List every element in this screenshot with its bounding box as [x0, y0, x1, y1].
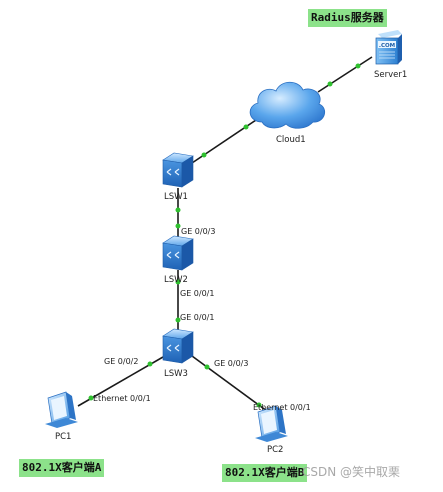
- cloud-icon: [249, 81, 326, 129]
- port-dot: [147, 361, 153, 367]
- port-label-lsw3-right: GE 0/0/3: [214, 359, 248, 368]
- port-label-lsw3-up: GE 0/0/1: [180, 313, 214, 322]
- pc1-node[interactable]: PC1: [45, 391, 78, 442]
- port-dot: [201, 152, 207, 158]
- pc2-node[interactable]: PC2: [255, 405, 288, 455]
- switch-lsw3[interactable]: LSW3: [162, 328, 194, 379]
- cloud-node[interactable]: Cloud1: [249, 81, 326, 145]
- cloud-label: Cloud1: [276, 135, 306, 145]
- switch-icon: [162, 152, 194, 188]
- port-dot: [88, 395, 94, 401]
- link-server-cloud: [317, 56, 373, 93]
- pc-icon: [255, 405, 288, 442]
- radius-server-note: Radius服务器: [308, 9, 387, 27]
- lsw2-label: LSW2: [164, 275, 188, 285]
- server-label: Server1: [374, 70, 407, 80]
- port-dot: [175, 223, 181, 229]
- pc1-client-note: 802.1X客户端A: [19, 459, 105, 477]
- server-icon: .COM: [375, 30, 402, 65]
- pc2-label: PC2: [267, 445, 283, 455]
- pc1-label: PC1: [55, 432, 71, 442]
- server-badge: .COM: [379, 43, 395, 49]
- port-dot: [355, 63, 361, 69]
- switch-icon: [162, 328, 194, 364]
- switch-lsw1[interactable]: LSW1: [162, 152, 194, 202]
- port-label-lsw1-down: GE 0/0/3: [181, 227, 215, 236]
- port-dot: [175, 207, 181, 213]
- port-label-pc2: Ethernet 0/0/1: [253, 403, 311, 412]
- port-dots: [88, 63, 361, 408]
- port-dot: [175, 317, 181, 323]
- port-dot: [327, 81, 333, 87]
- switch-lsw2[interactable]: LSW2: [162, 235, 194, 285]
- port-dot: [256, 402, 262, 408]
- port-labels: GE 0/0/3 GE 0/0/1 GE 0/0/1 GE 0/0/2 GE 0…: [93, 227, 311, 412]
- lsw1-label: LSW1: [164, 192, 188, 202]
- port-label-pc1: Ethernet 0/0/1: [93, 394, 151, 403]
- port-dot: [204, 364, 210, 370]
- port-dot: [243, 124, 249, 130]
- lsw3-label: LSW3: [164, 369, 188, 379]
- watermark: CSDN @笑中取栗: [302, 465, 401, 479]
- port-label-lsw3-left: GE 0/0/2: [104, 357, 138, 366]
- pc2-client-note: 802.1X客户端B: [222, 464, 308, 482]
- server-node[interactable]: .COM Server1: [374, 30, 407, 80]
- port-label-lsw2-up: GE 0/0/1: [180, 289, 214, 298]
- pc-icon: [45, 391, 78, 428]
- switch-icon: [162, 235, 194, 271]
- port-dot: [175, 279, 181, 285]
